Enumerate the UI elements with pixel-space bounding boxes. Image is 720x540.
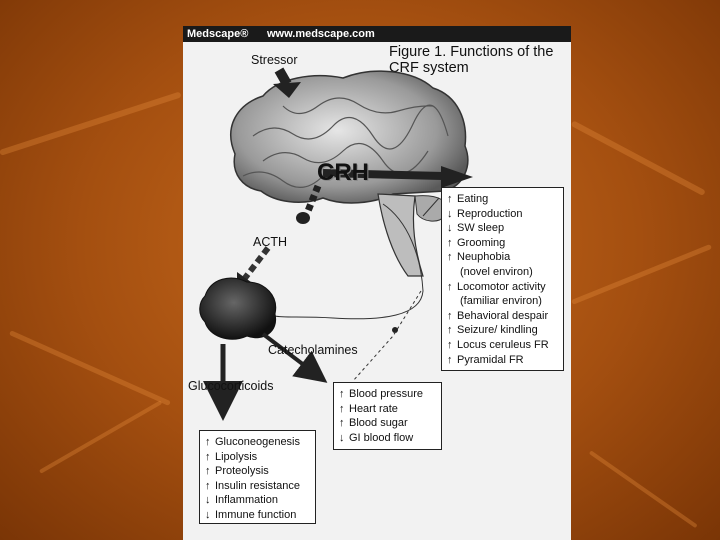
effect-text: Heart rate <box>349 402 398 415</box>
background-vein <box>570 120 706 197</box>
up-arrow-icon: ↑ <box>447 353 453 366</box>
glucocorticoids-label: Glucocorticoids <box>188 379 274 393</box>
effect-text: Seizure/ kindling <box>457 324 538 337</box>
down-arrow-icon: ↓ <box>205 508 211 521</box>
up-arrow-icon: ↑ <box>447 324 453 337</box>
effect-text: Locus ceruleus FR <box>457 338 549 351</box>
effect-item: ↑ Grooming <box>447 236 559 251</box>
up-arrow-icon: ↑ <box>205 450 211 463</box>
medscape-banner: Medscape® www.medscape.com <box>183 26 571 42</box>
cns-effects-box: ↑ Eating ↓ Reproduction ↓ SW sleep ↑ Grooming ↑ N… <box>441 187 564 371</box>
background-vein <box>39 400 163 474</box>
effect-item: ↑ Seizure/ kindling <box>447 323 559 338</box>
effect-item: ↓ Inflammation <box>205 493 311 508</box>
effect-item: ↑ Locus ceruleus FR <box>447 338 559 353</box>
stressor-label: Stressor <box>251 53 298 67</box>
effect-item: ↑ Heart rate <box>339 402 437 417</box>
effect-item: ↑ Neuphobia <box>447 250 559 265</box>
up-arrow-icon: ↑ <box>205 465 211 478</box>
effect-text: Blood pressure <box>349 388 423 400</box>
effect-text: GI blood flow <box>349 431 414 444</box>
effect-item: ↓ Immune function <box>205 508 311 523</box>
background-vein <box>8 330 171 406</box>
effect-item: ↑ Locomotor activity <box>447 280 559 295</box>
up-arrow-icon: ↑ <box>205 479 211 492</box>
up-arrow-icon: ↑ <box>447 280 453 293</box>
effect-text: SW sleep <box>457 222 505 235</box>
up-arrow-icon: ↑ <box>339 388 345 400</box>
effect-item: ↑ Eating <box>447 192 559 207</box>
up-arrow-icon: ↑ <box>447 251 453 264</box>
crh-arrow <box>322 169 444 180</box>
effect-text: Neuphobia <box>457 251 511 264</box>
down-arrow-icon: ↓ <box>205 494 211 507</box>
effect-text: Pyramidal FR <box>457 353 524 366</box>
medscape-logo: Medscape® <box>187 28 249 40</box>
crf-system-figure: Medscape® www.medscape.com Figure 1. Fun… <box>183 26 571 540</box>
effect-item: ↑ Lipolysis <box>205 450 311 465</box>
effect-item: ↓ Reproduction <box>447 207 559 222</box>
effect-item: ↓ GI blood flow <box>339 431 437 446</box>
effect-item: ↑ Blood sugar <box>339 416 437 431</box>
down-arrow-icon: ↓ <box>447 222 453 235</box>
effect-text: Grooming <box>457 236 506 249</box>
down-arrow-icon: ↓ <box>339 431 345 444</box>
background-vein <box>571 243 713 305</box>
medscape-url: www.medscape.com <box>267 28 375 40</box>
catecholamines-arrow <box>261 332 328 383</box>
effect-text: (familiar environ) <box>460 295 542 308</box>
cardiovascular-effects-box: ↑ Blood pressure ↑ Heart rate ↑ Blood sugar ↓ G… <box>333 382 442 450</box>
effect-text: Proteolysis <box>215 465 269 478</box>
effect-item: ↑ Blood pressure <box>339 387 437 402</box>
up-arrow-icon: ↑ <box>447 338 453 351</box>
up-arrow-icon: ↑ <box>447 309 453 322</box>
crh-label: CRH <box>317 159 369 186</box>
effect-text: Gluconeogenesis <box>215 436 301 448</box>
effect-item: ↑ Proteolysis <box>205 464 311 479</box>
effect-item: ↑ Pyramidal FR <box>447 353 559 368</box>
effect-text: Blood sugar <box>349 417 408 430</box>
brain-illustration <box>230 70 469 204</box>
acth-arrow <box>242 246 271 280</box>
adrenal-gland-illustration <box>199 277 277 340</box>
effect-text: Immune function <box>215 508 297 521</box>
effect-item: (novel environ) <box>447 265 559 280</box>
stressor-arrow <box>274 67 292 87</box>
background-vein <box>588 450 698 529</box>
up-arrow-icon: ↑ <box>447 193 453 205</box>
metabolic-effects-box: ↑ Gluconeogenesis ↑ Lipolysis ↑ Proteolysis ↑ I… <box>199 430 316 524</box>
up-arrow-icon: ↑ <box>339 417 345 430</box>
background-vein <box>0 91 182 156</box>
figure-title: Figure 1. Functions of the CRF system <box>389 44 554 76</box>
effect-text: Inflammation <box>215 494 278 507</box>
effect-item: ↑ Insulin resistance <box>205 479 311 494</box>
down-arrow-icon: ↓ <box>447 207 453 220</box>
effect-text: Insulin resistance <box>215 479 300 492</box>
effect-text: Locomotor activity <box>457 280 546 293</box>
effect-item: ↑ Behavioral despair <box>447 309 559 324</box>
catecholamines-label: Catecholamines <box>268 343 358 357</box>
effect-text: Lipolysis <box>215 450 258 463</box>
diagram-graphics <box>199 67 473 421</box>
effect-text: Behavioral despair <box>457 309 549 322</box>
up-arrow-icon: ↑ <box>447 236 453 249</box>
up-arrow-icon: ↑ <box>339 402 345 415</box>
effect-item: ↑ Gluconeogenesis <box>205 435 311 450</box>
up-arrow-icon: ↑ <box>205 436 211 448</box>
effect-text: Eating <box>457 193 489 205</box>
effect-text: Reproduction <box>457 207 523 220</box>
brainstem-illustration <box>377 193 424 277</box>
effect-text: (novel environ) <box>460 265 533 278</box>
acth-label: ACTH <box>253 235 288 249</box>
effect-item: (familiar environ) <box>447 294 559 309</box>
effect-item: ↓ SW sleep <box>447 221 559 236</box>
